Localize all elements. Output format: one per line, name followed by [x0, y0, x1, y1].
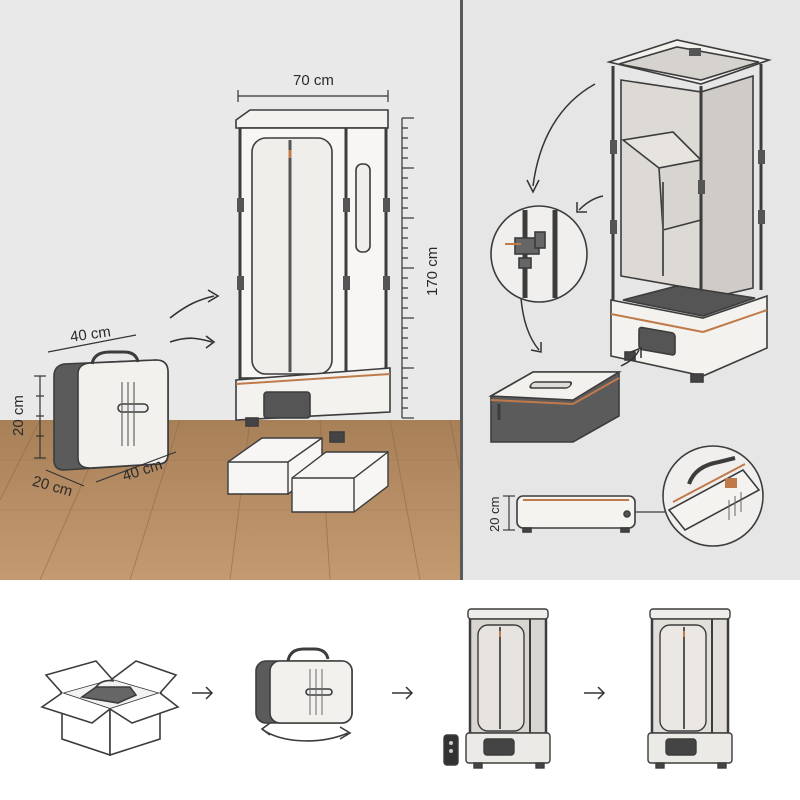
setup-steps-illustration [40, 608, 733, 769]
section-divider [0, 580, 800, 583]
case-width-line [47, 334, 137, 353]
packed-case [488, 371, 622, 443]
arrow-right-icon [584, 686, 606, 700]
height-ruler [401, 117, 414, 419]
step-wardrobe [647, 608, 733, 769]
case-bottom-lines [45, 451, 177, 487]
wardrobe-assembled [235, 109, 391, 443]
case-height-ruler [34, 375, 46, 459]
width-label: 70 cm [293, 72, 334, 89]
wardrobe-open-frame [606, 39, 772, 383]
detail-arrows [520, 83, 642, 367]
step-box [40, 660, 180, 757]
dimension-illustration [0, 90, 460, 580]
step-wardrobe-remote [443, 608, 551, 769]
arrow-right-icon [392, 686, 414, 700]
height-label: 170 cm [424, 246, 441, 296]
storage-drawers [227, 437, 389, 513]
panel-setup-steps [0, 583, 800, 800]
assembly-illustration [488, 39, 772, 547]
suitcase-packed [53, 350, 169, 471]
transform-arrows-icon [169, 289, 220, 349]
packed-height-label: 20 cm [487, 496, 502, 532]
handle-detail [662, 445, 764, 547]
panel-divider [460, 0, 463, 580]
step-suitcase [255, 647, 353, 742]
arrow-right-icon [192, 686, 214, 700]
case-height-label: 20 cm [10, 395, 27, 436]
width-dimension-line [237, 90, 389, 102]
connector-detail [490, 205, 588, 303]
panel-assembly-details: 20 cm [463, 0, 800, 580]
panel-dimensions: 70 cm 170 cm 40 cm 20 cm 20 cm 40 cm [0, 0, 460, 580]
packed-profile [503, 495, 665, 533]
